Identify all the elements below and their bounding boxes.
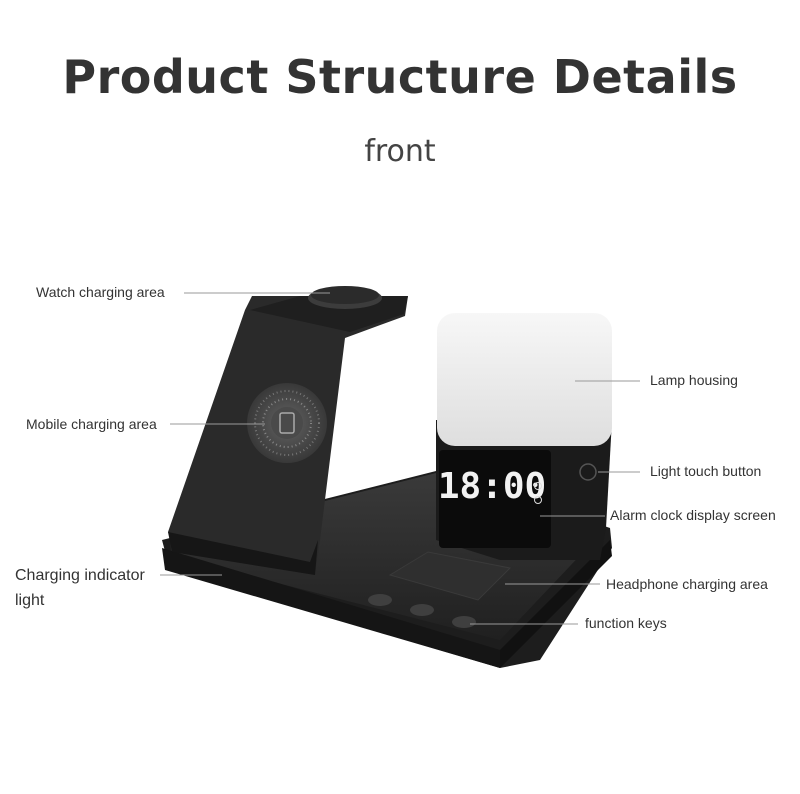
clock-screen <box>439 450 551 548</box>
label-alarm-clock-display-screen: Alarm clock display screen <box>610 507 776 523</box>
label-mobile-charging-area: Mobile charging area <box>26 416 157 432</box>
label-watch-charging-area: Watch charging area <box>36 284 165 300</box>
touch-button <box>579 463 597 481</box>
headphone-pad <box>388 551 512 601</box>
page-subtitle: front <box>364 134 436 169</box>
page-title: Product Structure Details <box>62 50 738 104</box>
label-function-keys: function keys <box>585 615 667 631</box>
clock-digits: 18:00 <box>438 466 546 507</box>
lamp-shade <box>437 313 612 446</box>
label-lamp-housing: Lamp housing <box>650 372 738 388</box>
label-charging-indicator-light: Charging indicator light <box>15 567 145 609</box>
label-headphone-charging-area: Headphone charging area <box>606 576 768 592</box>
label-light-touch-button: Light touch button <box>650 463 762 479</box>
